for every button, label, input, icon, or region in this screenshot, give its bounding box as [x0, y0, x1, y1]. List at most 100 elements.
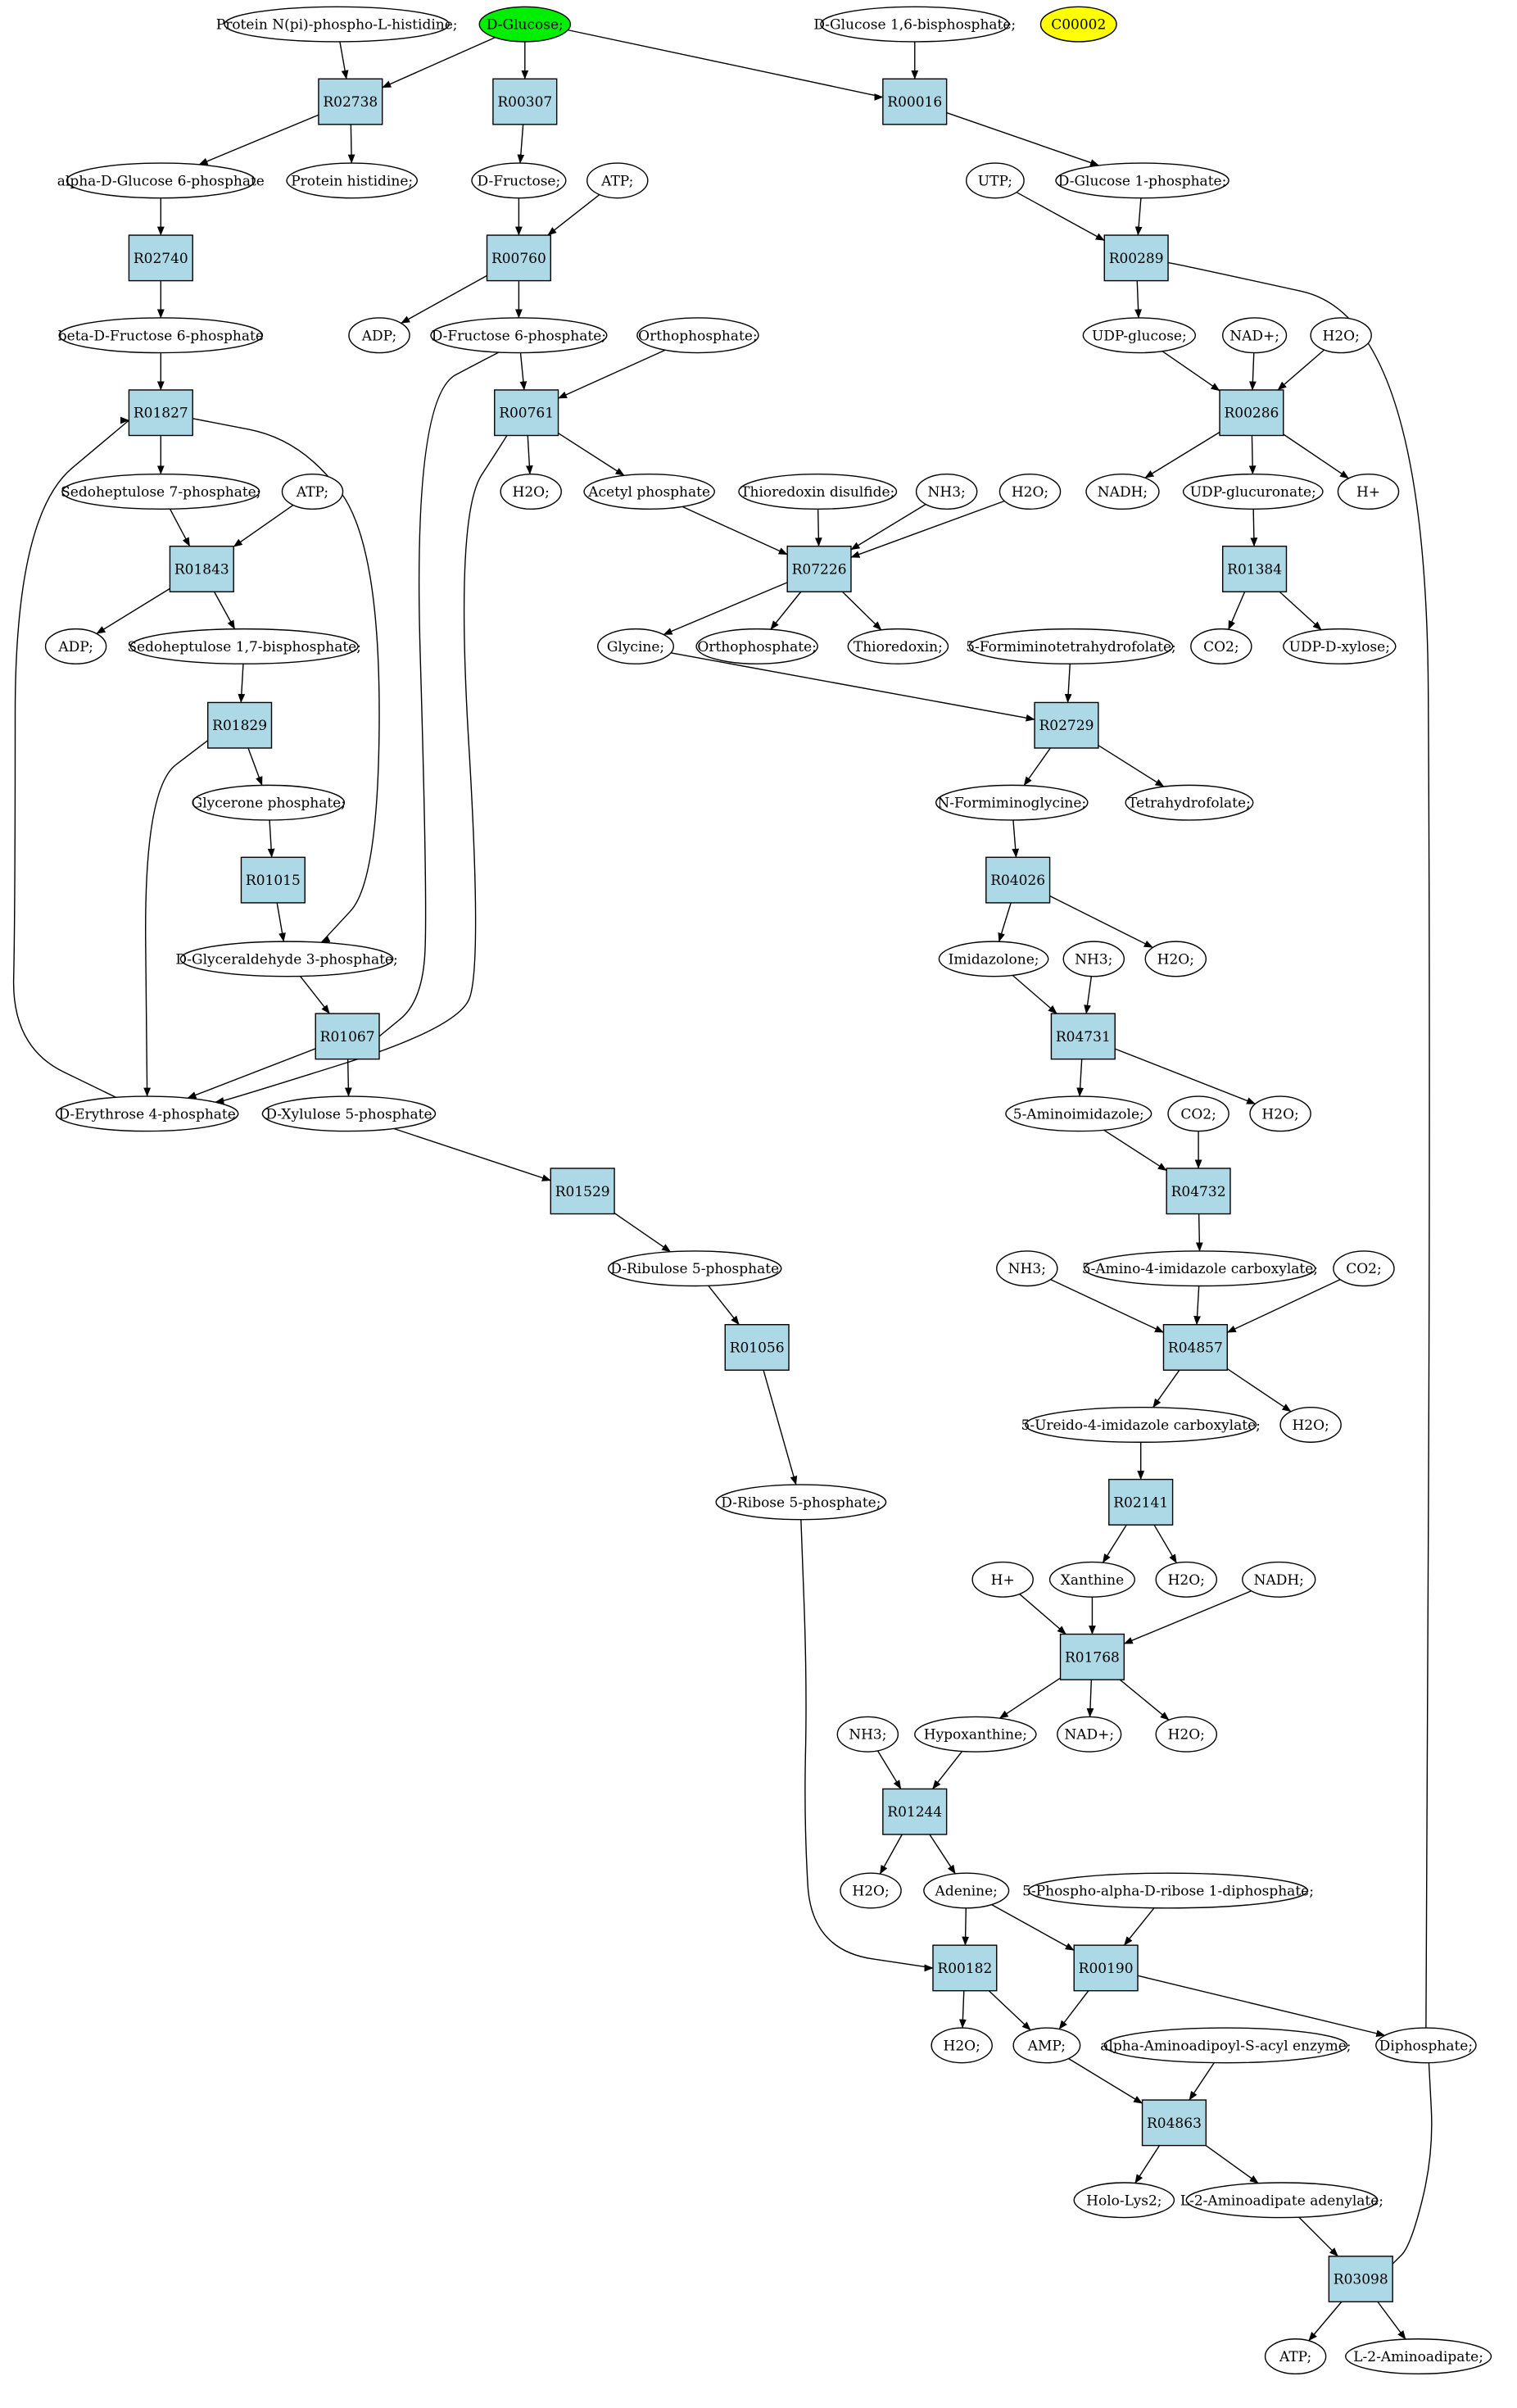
compound-c00002[interactable]: C00002: [1039, 6, 1117, 43]
compound-h2o-9[interactable]: H2O;: [840, 1872, 902, 1909]
compound-l-2-aminoadipate[interactable]: L-2-Aminoadipate;: [1345, 2338, 1492, 2375]
reaction-r04731[interactable]: R04731: [1050, 1013, 1116, 1060]
compound-nh3-3[interactable]: NH3;: [996, 1250, 1058, 1287]
compound-h2o-1[interactable]: H2O;: [1310, 317, 1372, 354]
compound-adp-2[interactable]: ADP;: [44, 628, 107, 664]
reaction-r02738[interactable]: R02738: [318, 78, 383, 125]
compound-atp-1[interactable]: ATP;: [586, 162, 649, 199]
compound-adenine[interactable]: Adenine;: [923, 1872, 1010, 1909]
compound-5-phospho-alpha-d-ribose-1-diphosphate[interactable]: 5-Phospho-alpha-D-ribose 1-diphosphate;: [1022, 1872, 1314, 1909]
reaction-r02729[interactable]: R02729: [1034, 701, 1099, 749]
reaction-r07226[interactable]: R07226: [786, 545, 852, 592]
compound-utp[interactable]: UTP;: [966, 162, 1025, 199]
compound-h2o-3[interactable]: H2O;: [999, 474, 1062, 510]
reaction-r02141[interactable]: R02141: [1108, 1478, 1174, 1526]
reaction-r04732[interactable]: R04732: [1166, 1168, 1231, 1215]
compound-orthophosphate-1[interactable]: Orthophosphate;: [636, 317, 759, 354]
compound-amp[interactable]: AMP;: [1012, 2027, 1081, 2064]
compound-protein-n-pi-phospho-l-histidine[interactable]: Protein N(pi)-phospho-L-histidine;: [216, 6, 458, 43]
compound-5-aminoimidazole[interactable]: 5-Aminoimidazole;: [1005, 1095, 1152, 1132]
reaction-r04857[interactable]: R04857: [1162, 1324, 1228, 1371]
reaction-r00289[interactable]: R00289: [1103, 234, 1169, 282]
reaction-r00016[interactable]: R00016: [882, 78, 948, 125]
reaction-r00286[interactable]: R00286: [1219, 389, 1284, 437]
compound-h2o-2[interactable]: H2O;: [500, 474, 562, 510]
reaction-r00761[interactable]: R00761: [494, 389, 559, 437]
compound-beta-d-fructose-6-phosphate[interactable]: beta-D-Fructose 6-phosphate: [58, 317, 264, 354]
compound-xanthine[interactable]: Xanthine: [1048, 1561, 1135, 1598]
compound-h-plus-2[interactable]: H+: [971, 1561, 1034, 1598]
reaction-r00760[interactable]: R00760: [486, 234, 551, 282]
compound-udp-glucose[interactable]: UDP-glucose;: [1082, 317, 1197, 354]
compound-co2-1[interactable]: CO2;: [1190, 628, 1252, 664]
reaction-r00307[interactable]: R00307: [492, 78, 558, 125]
compound-h2o-7[interactable]: H2O;: [1155, 1561, 1218, 1598]
compound-d-erythrose-4-phosphate[interactable]: D-Erythrose 4-phosphate: [55, 1095, 239, 1132]
compound-protein-histidine[interactable]: Protein histidine;: [286, 162, 419, 199]
compound-atp-3[interactable]: ATP;: [1264, 2338, 1327, 2375]
reaction-r04026[interactable]: R04026: [985, 856, 1051, 904]
compound-h2o-8[interactable]: H2O;: [1155, 1716, 1218, 1753]
compound-alpha-aminoadipoyl-s-acyl-enzyme[interactable]: alpha-Aminoadipoyl-S-acyl enzyme;: [1100, 2027, 1352, 2064]
compound-d-ribulose-5-phosphate[interactable]: D-Ribulose 5-phosphate: [607, 1250, 782, 1287]
compound-n-formiminoglycine[interactable]: N-Formiminoglycine;: [935, 784, 1089, 821]
compound-d-glucose[interactable]: D-Glucose;: [478, 6, 572, 43]
compound-imidazolone[interactable]: Imidazolone;: [938, 941, 1049, 977]
compound-thioredoxin-disulfide[interactable]: Thioredoxin disulfide;: [738, 474, 898, 510]
reaction-r01244[interactable]: R01244: [882, 1788, 948, 1835]
compound-glycerone-phosphate[interactable]: Glycerone phosphate;: [192, 784, 346, 821]
reaction-r01843[interactable]: R01843: [169, 545, 234, 592]
compound-nadh-1[interactable]: NADH;: [1085, 474, 1160, 510]
reaction-r03098[interactable]: R03098: [1328, 2256, 1393, 2303]
compound-thioredoxin[interactable]: Thioredoxin;: [847, 628, 949, 664]
compound-d-fructose[interactable]: D-Fructose;: [471, 162, 567, 199]
reaction-r01384[interactable]: R01384: [1222, 545, 1288, 592]
compound-d-glucose-1-6-bisphosphate[interactable]: D-Glucose 1,6-bisphosphate;: [813, 6, 1016, 43]
compound-d-fructose-6-phosphate[interactable]: D-Fructose 6-phosphate;: [430, 317, 608, 354]
compound-5-ureido-4-imidazole-carboxylate[interactable]: 5-Ureido-4-imidazole carboxylate;: [1021, 1406, 1261, 1443]
compound-nadh-2[interactable]: NADH;: [1242, 1561, 1316, 1598]
compound-udp-d-xylose[interactable]: UDP-D-xylose;: [1283, 628, 1397, 664]
reaction-r01829[interactable]: R01829: [207, 701, 273, 749]
compound-atp-2[interactable]: ATP;: [281, 474, 344, 510]
compound-d-glyceraldehyde-3-phosphate[interactable]: D-Glyceraldehyde 3-phosphate;: [175, 941, 398, 977]
compound-udp-glucuronate[interactable]: UDP-glucuronate;: [1182, 474, 1324, 510]
compound-h2o-5[interactable]: H2O;: [1249, 1095, 1311, 1132]
compound-nad-plus-2[interactable]: NAD+;: [1057, 1716, 1122, 1753]
compound-hypoxanthine[interactable]: Hypoxanthine;: [914, 1716, 1037, 1753]
compound-sedoheptulose-1-7-bisphosphate[interactable]: Sedoheptulose 1,7-bisphosphate;: [127, 628, 361, 664]
compound-h2o-4[interactable]: H2O;: [1144, 941, 1207, 977]
compound-nh3-2[interactable]: NH3;: [1062, 941, 1125, 977]
compound-d-glucose-1-phosphate[interactable]: D-Glucose 1-phosphate;: [1055, 162, 1229, 199]
compound-alpha-d-glucose-6-phosphate[interactable]: alpha-D-Glucose 6-phosphate: [57, 162, 265, 199]
compound-d-xylulose-5-phosphate[interactable]: D-Xylulose 5-phosphate: [261, 1095, 437, 1132]
reaction-r01827[interactable]: R01827: [128, 389, 193, 437]
compound-acetyl-phosphate[interactable]: Acetyl phosphate: [583, 474, 715, 510]
compound-nh3-1[interactable]: NH3;: [915, 474, 978, 510]
compound-5-formiminotetrahydrofolate[interactable]: 5-Formiminotetrahydrofolate;: [966, 628, 1176, 664]
reaction-r04863[interactable]: R04863: [1141, 2099, 1207, 2147]
reaction-r01529[interactable]: R01529: [550, 1168, 615, 1215]
compound-glycine[interactable]: Glycine;: [596, 628, 674, 664]
compound-d-ribose-5-phosphate[interactable]: D-Ribose 5-phosphate;: [715, 1484, 887, 1521]
compound-holo-lys2[interactable]: Holo-Lys2;: [1073, 2182, 1175, 2219]
reaction-r00182[interactable]: R00182: [932, 1944, 998, 1992]
compound-orthophosphate-2[interactable]: Orthophosphate;: [695, 628, 818, 664]
compound-co2-2[interactable]: CO2;: [1167, 1095, 1229, 1132]
compound-5-amino-4-imidazole-carboxylate[interactable]: 5-Amino-4-imidazole carboxylate;: [1082, 1250, 1318, 1287]
compound-h2o-6[interactable]: H2O;: [1279, 1406, 1342, 1443]
compound-diphosphate[interactable]: Diphosphate;: [1375, 2027, 1477, 2064]
compound-co2-3[interactable]: CO2;: [1333, 1250, 1395, 1287]
compound-nh3-4[interactable]: NH3;: [836, 1716, 899, 1753]
compound-l-2-aminoadipate-adenylate[interactable]: L-2-Aminoadipate adenylate;: [1180, 2182, 1383, 2219]
compound-h2o-10[interactable]: H2O;: [931, 2027, 993, 2064]
reaction-r02740[interactable]: R02740: [128, 234, 193, 282]
reaction-r00190[interactable]: R00190: [1073, 1944, 1139, 1992]
compound-tetrahydrofolate[interactable]: Tetrahydrofolate;: [1125, 784, 1254, 821]
reaction-r01768[interactable]: R01768: [1059, 1633, 1125, 1680]
reaction-r01015[interactable]: R01015: [240, 856, 306, 904]
compound-nad-plus-1[interactable]: NAD+;: [1222, 317, 1288, 354]
compound-h-plus-1[interactable]: H+: [1337, 474, 1400, 510]
reaction-r01067[interactable]: R01067: [315, 1013, 380, 1060]
reaction-r01056[interactable]: R01056: [724, 1324, 790, 1371]
